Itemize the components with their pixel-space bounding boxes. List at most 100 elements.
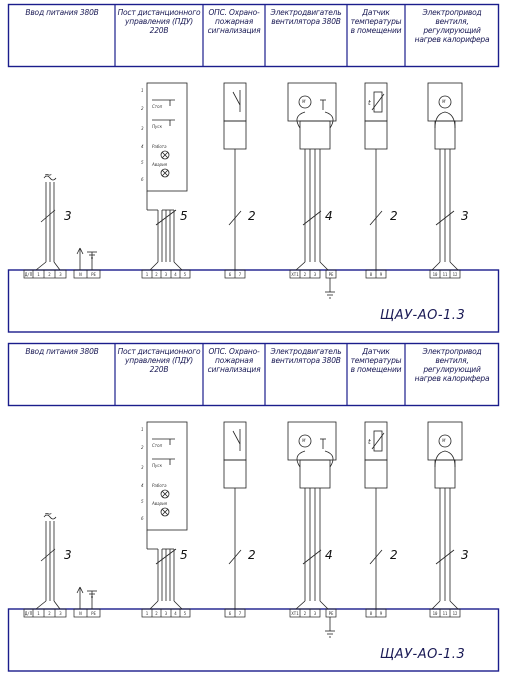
terminal-pin: 3 [313,611,317,616]
pdu-stop-label: Стоп [152,443,163,448]
terminal-pin: PE [91,272,96,277]
pdu-running-label: Работа [152,483,167,488]
terminal-pin: N [79,272,82,277]
terminal-pin: 12 [452,611,458,616]
header-remote-control-post: Пост дистанционного управления (ПДУ) 220… [117,347,201,374]
pdu-stop-label: Стоп [152,104,163,109]
header-power-input: Ввод питания 380В [25,347,99,356]
header-frame [7,3,500,68]
wire-count-power: 3 [64,209,72,223]
terminal-pin: 8 [369,611,373,616]
power-tilde-symbol: ~ [44,509,53,520]
terminal-pin: PE [328,272,334,277]
pdu-alarm-label: Авария [152,501,168,506]
terminal-pin: 3 [164,272,168,277]
terminal-pin: 9 [379,272,383,277]
header-fire-alarm: ОПС. Охрано- пожарная сигнализация [207,347,261,374]
motor-symbol: М [302,438,306,443]
pdu-pin-label: 6 [141,177,144,182]
valve-actuator [427,82,463,271]
ops-device [223,82,247,270]
terminal-pin: 2 [48,272,51,277]
pdu-pin-label: 4 [141,144,144,149]
valve-motor-symbol: М [442,438,446,443]
temperature-sensor [364,421,388,609]
pdu-pin-label: 1 [141,88,144,93]
header-frame [7,342,500,407]
terminal-strips [23,269,461,279]
terminal-pin: 9 [379,611,383,616]
wire-count-valve: 3 [461,548,469,562]
wire-count-valve: 3 [461,209,469,223]
terminal-pin: 1 [145,611,149,616]
terminal-pin: 2 [303,272,307,277]
pdu-panel [146,421,188,610]
header-power-input: Ввод питания 380В [25,8,99,17]
header-fan-motor: Электродвигатель вентилятора 380В [270,8,342,26]
terminal-pin: PE [91,611,96,616]
pdu-pin-label: 3 [141,126,144,131]
terminal-pin: 2 [48,611,51,616]
terminal-pin: 1 [37,272,40,277]
terminal-pin: 7 [238,611,242,616]
terminal-pin: 2 [155,611,158,616]
terminal-pin: ХТ1 [291,611,299,616]
terminal-pin: 3 [313,272,317,277]
terminal-pin: 10 [432,611,438,616]
temperature-sensor [364,82,388,270]
terminal-block-frame [7,608,500,672]
header-temperature-sensor: Датчик температуры в помещении [350,347,402,374]
terminal-pin: Д/П [24,272,33,277]
pdu-pin-label: 6 [141,516,144,521]
wire-count-ops: 2 [248,209,256,223]
terminal-pin: 3 [164,611,168,616]
terminal-pin: Д/П [24,611,33,616]
header-fire-alarm: ОПС. Охрано- пожарная сигнализация [207,8,261,35]
pdu-pin-label: 4 [141,483,144,488]
schematic-sheet-1: Ввод питания 380В Пост дистанционного уп… [0,0,510,338]
wire-count-pdu: 5 [180,548,188,562]
fan-motor [287,82,337,299]
terminal-pin: 12 [452,272,458,277]
schematic-drawing-2 [7,342,500,672]
terminal-pin: 4 [174,272,177,277]
terminal-pin: 1 [37,611,40,616]
pdu-panel [146,82,188,271]
header-remote-control-post: Пост дистанционного управления (ПДУ) 220… [117,8,201,35]
terminal-pin: 6 [228,611,232,616]
terminal-pin: 11 [442,611,448,616]
terminal-pin: N [79,611,82,616]
pdu-pin-label: 2 [141,445,144,450]
terminal-pin: 6 [228,272,232,277]
terminal-pin: 1 [145,272,149,277]
pdu-pin-label: 2 [141,106,144,111]
motor-symbol: М [302,99,306,104]
pdu-start-label: Пуск [152,463,162,468]
sensor-symbol: t [368,99,371,107]
document-code: ЩАУ-АО-1.3 [380,308,466,323]
terminal-pin: 5 [183,272,187,277]
pdu-pin-label: 1 [141,427,144,432]
terminal-pin: 10 [432,272,438,277]
terminal-pin: 5 [183,611,187,616]
wire-count-sensor: 2 [390,209,398,223]
wire-count-pdu: 5 [180,209,188,223]
terminal-pin: 3 [59,611,62,616]
pdu-running-label: Работа [152,144,167,149]
pdu-pin-label: 5 [141,160,144,165]
pdu-pin-label: 3 [141,465,144,470]
wire-count-motor: 4 [325,209,333,223]
pdu-start-label: Пуск [152,124,162,129]
earth-neutral-wires [76,586,97,609]
header-fan-motor: Электродвигатель вентилятора 380В [270,347,342,365]
power-input-wires [35,175,61,271]
valve-motor-symbol: М [442,99,446,104]
valve-actuator [427,421,463,610]
pdu-alarm-label: Авария [152,162,168,167]
power-input-wires [35,514,61,610]
wire-count-sensor: 2 [390,548,398,562]
fan-motor [287,421,337,638]
header-valve-drive: Электропривод вентиля, регулирующий нагр… [414,347,490,383]
terminal-pin: 2 [155,272,158,277]
terminal-strips [23,608,461,618]
